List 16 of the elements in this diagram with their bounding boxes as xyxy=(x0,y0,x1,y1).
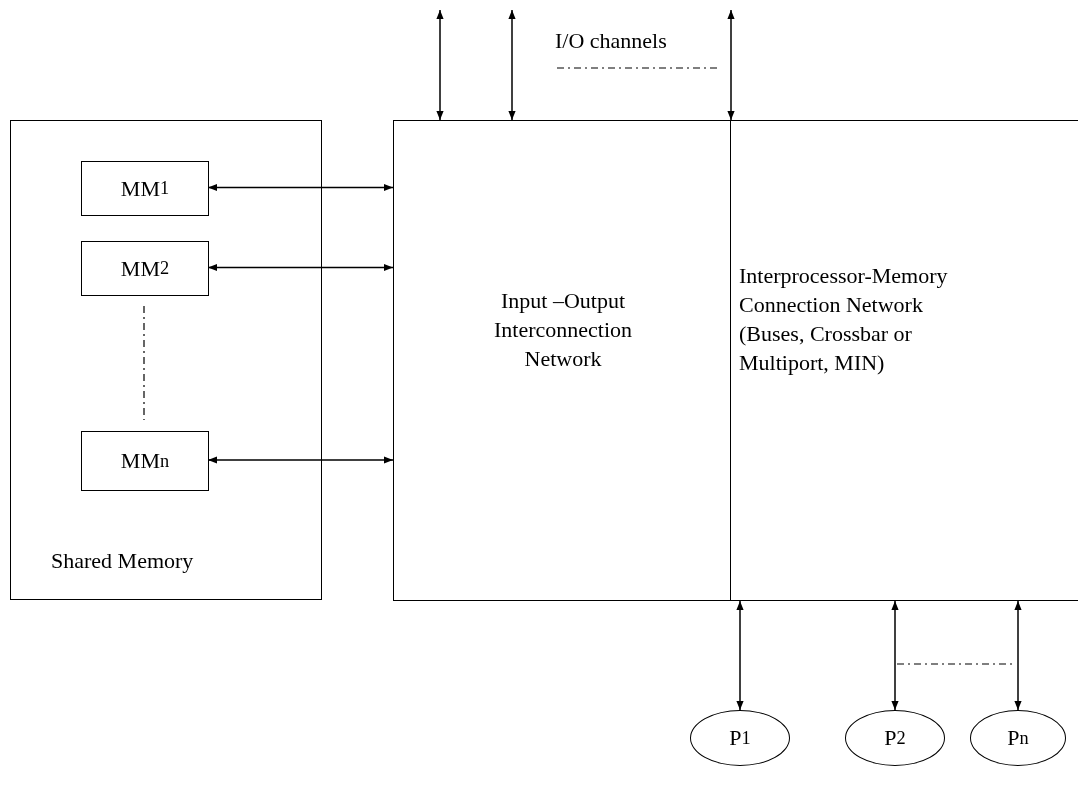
double-arrow xyxy=(207,263,394,272)
node-label: Interprocessor-Memory Connection Network (Buses, Crossbar or Multiport, MIN) xyxy=(739,262,949,377)
container-box xyxy=(10,120,322,600)
annotation-label: I/O channels xyxy=(555,27,667,55)
double-arrow xyxy=(727,9,735,121)
node-label: Shared Memory xyxy=(51,547,195,575)
network-box xyxy=(393,120,731,601)
double-arrow xyxy=(508,9,516,121)
node-label: Input –Output Interconnection Network xyxy=(492,287,634,373)
double-arrow xyxy=(736,600,744,711)
double-arrow xyxy=(1014,600,1022,711)
double-arrow xyxy=(891,600,899,711)
double-arrow xyxy=(207,456,394,464)
network-box xyxy=(730,120,1078,601)
double-arrow xyxy=(207,183,394,192)
double-arrow xyxy=(436,9,444,121)
